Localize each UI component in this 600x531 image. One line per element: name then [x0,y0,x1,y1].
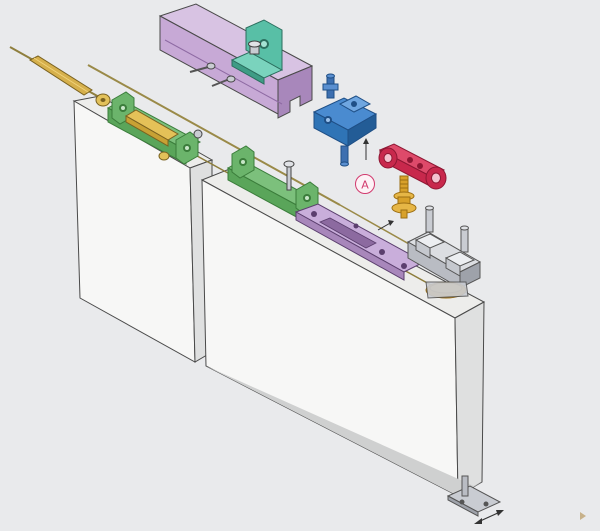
corner-mark [580,512,586,520]
roller-carriage-red [378,143,447,190]
threaded-rod [28,55,93,96]
damper-bracket-right [226,145,319,221]
damper-bracket-left [106,91,203,165]
hinge-clamp [406,205,482,299]
floor-guide [446,475,504,524]
adjusting-bolt [377,175,417,231]
hanger-bracket-blue [312,73,378,167]
guide-rail-plate [294,203,426,281]
callout-label: A [361,179,369,192]
mounting-plate [230,19,284,85]
callout-a: A [355,174,375,194]
rod-washer [95,93,111,107]
track-screws [189,62,236,87]
